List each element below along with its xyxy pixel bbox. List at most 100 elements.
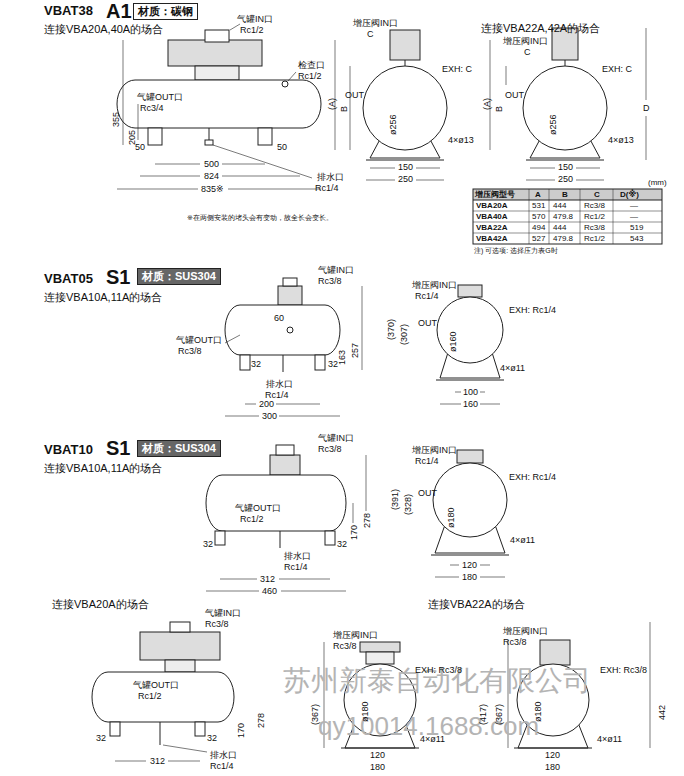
dimension-label: Rc1/2	[240, 514, 264, 524]
dimension-label: 4×ø11	[500, 363, 525, 373]
material-box: 材质：碳钢	[133, 3, 198, 20]
dimension-label: S1	[106, 266, 130, 289]
dimension-label: Rc1/4	[415, 456, 439, 466]
dimension-label: 气罐OUT口	[235, 503, 281, 513]
dimension-label: Rc1/4	[284, 562, 308, 572]
dimension-label: 120	[462, 560, 477, 570]
dimension-label: 增压阀IN口	[412, 280, 457, 290]
dimension-label: VBA40A	[476, 212, 508, 221]
dimension-label: (A)	[327, 98, 337, 110]
dimension-label: EXH: Rc1/4	[509, 305, 556, 315]
dimension-label: 32	[328, 359, 338, 369]
dimension-label: 气罐IN口	[205, 608, 241, 618]
dimension-label: Rc3/8	[584, 223, 605, 232]
dimension-label: 连接VBA10A,11A的场合	[44, 462, 162, 475]
dimension-label: A	[535, 190, 541, 199]
dimension-label: S1	[106, 437, 130, 460]
dimension-label: 163	[337, 350, 347, 365]
dimension-label: 排水口	[284, 551, 311, 561]
dimension-label: —	[630, 212, 638, 221]
dimension-label: 500	[204, 159, 219, 169]
dimension-label: 32	[337, 539, 347, 549]
dimension-label: (370)	[386, 319, 396, 340]
dimension-label: 增压阀IN口	[503, 626, 548, 636]
dimension-label: Rc1/4	[415, 291, 439, 301]
dimension-label: 4×ø13	[608, 135, 634, 145]
dimension-label: 150	[558, 162, 573, 172]
dimension-label: 气罐OUT口	[176, 335, 222, 345]
dimension-label: 气罐IN口	[237, 14, 273, 24]
dimension-label: Rc1/2	[240, 25, 264, 35]
dimension-label: 442	[657, 705, 667, 720]
dimension-label: Rc3/8	[318, 444, 342, 454]
material-text: 材质：SUS304	[142, 442, 216, 454]
dimension-label: OUT	[505, 90, 524, 100]
dimension-label: VBAT10	[44, 443, 93, 458]
dimension-label: (328)	[403, 494, 413, 515]
dimension-label: B	[562, 190, 568, 199]
dimension-label: Rc3/8	[205, 619, 229, 629]
dimension-label: Rc1/4	[315, 183, 339, 193]
dimension-label: 100	[463, 387, 478, 397]
dimension-label: 60	[274, 313, 284, 323]
dimension-label: Rc3/8	[318, 276, 342, 286]
material-box: 材质：SUS304	[137, 268, 221, 285]
dimension-label: 200	[259, 399, 274, 409]
dimension-label: 32	[203, 539, 213, 549]
dimension-label: 312	[150, 756, 165, 766]
dimension-label: —	[630, 201, 638, 210]
dimension-label: 250	[398, 174, 413, 184]
dimension-label: (367)	[494, 704, 504, 725]
dimension-label: 增压阀IN口	[333, 630, 378, 640]
dimension-label: 增压阀型号	[475, 190, 515, 199]
dimension-label: (417)	[478, 704, 488, 725]
dimension-label: Rc1/4	[265, 390, 289, 400]
dimension-label: 444	[553, 223, 566, 232]
dimension-label: 120	[370, 750, 385, 760]
dimension-label: ø160	[448, 331, 458, 352]
dimension-label: 543	[630, 234, 643, 243]
dimension-label: OUT	[418, 318, 437, 328]
dimension-label: D	[643, 103, 650, 113]
dimension-label: OUT	[345, 90, 364, 100]
dimension-label: 180	[545, 762, 560, 772]
dimension-label: (307)	[399, 324, 409, 345]
dimension-label: 4×ø11	[597, 734, 622, 744]
dimension-label: 50	[135, 142, 145, 152]
dimension-label: Rc1/2	[584, 212, 605, 221]
dimension-label: 531	[532, 201, 545, 210]
dimension-label: 460	[262, 586, 277, 596]
dimension-label: B	[339, 106, 349, 112]
dimension-label: Rc1/2	[584, 234, 605, 243]
dimension-label: (367)	[310, 704, 320, 725]
dimension-label: VBA20A	[476, 201, 508, 210]
dimension-label: 278	[362, 513, 372, 528]
dimension-label: 120	[545, 750, 560, 760]
dimension-label: 增压阀IN口	[503, 36, 548, 46]
dimension-label: 气罐OUT口	[133, 680, 179, 690]
dimension-label: Rc3/8	[178, 346, 202, 356]
dimension-label: Rc1/2	[138, 691, 162, 701]
dimension-label: 增压阀IN口	[412, 445, 457, 455]
dimension-label: 气罐IN口	[318, 433, 354, 443]
dimension-label: 增压阀IN口	[353, 18, 398, 28]
dimension-label: C	[524, 47, 531, 57]
dimension-label: (mm)	[648, 178, 667, 187]
dimension-label: 312	[260, 574, 275, 584]
dimension-label: B	[494, 106, 504, 112]
dimension-label: EXH: Rc1/4	[509, 472, 556, 482]
dimension-label: 排水口	[317, 172, 344, 182]
dimension-label: 180	[370, 762, 385, 772]
dimension-label: 170	[236, 723, 246, 738]
dimension-label: VBAT38	[44, 4, 93, 19]
dimension-label: Rc3/4	[140, 103, 164, 113]
dimension-label: 4×ø13	[448, 135, 474, 145]
dimension-label: ø180	[446, 507, 456, 528]
dimension-label: 连接VBA20A的场合	[52, 598, 149, 611]
dimension-label: Rc3/8	[584, 201, 605, 210]
dimension-label: 527	[532, 234, 545, 243]
dimension-label: EXH: Rc3/8	[600, 665, 647, 675]
material-text: 材质：SUS304	[142, 270, 216, 282]
dimension-label: ø256	[388, 114, 398, 135]
